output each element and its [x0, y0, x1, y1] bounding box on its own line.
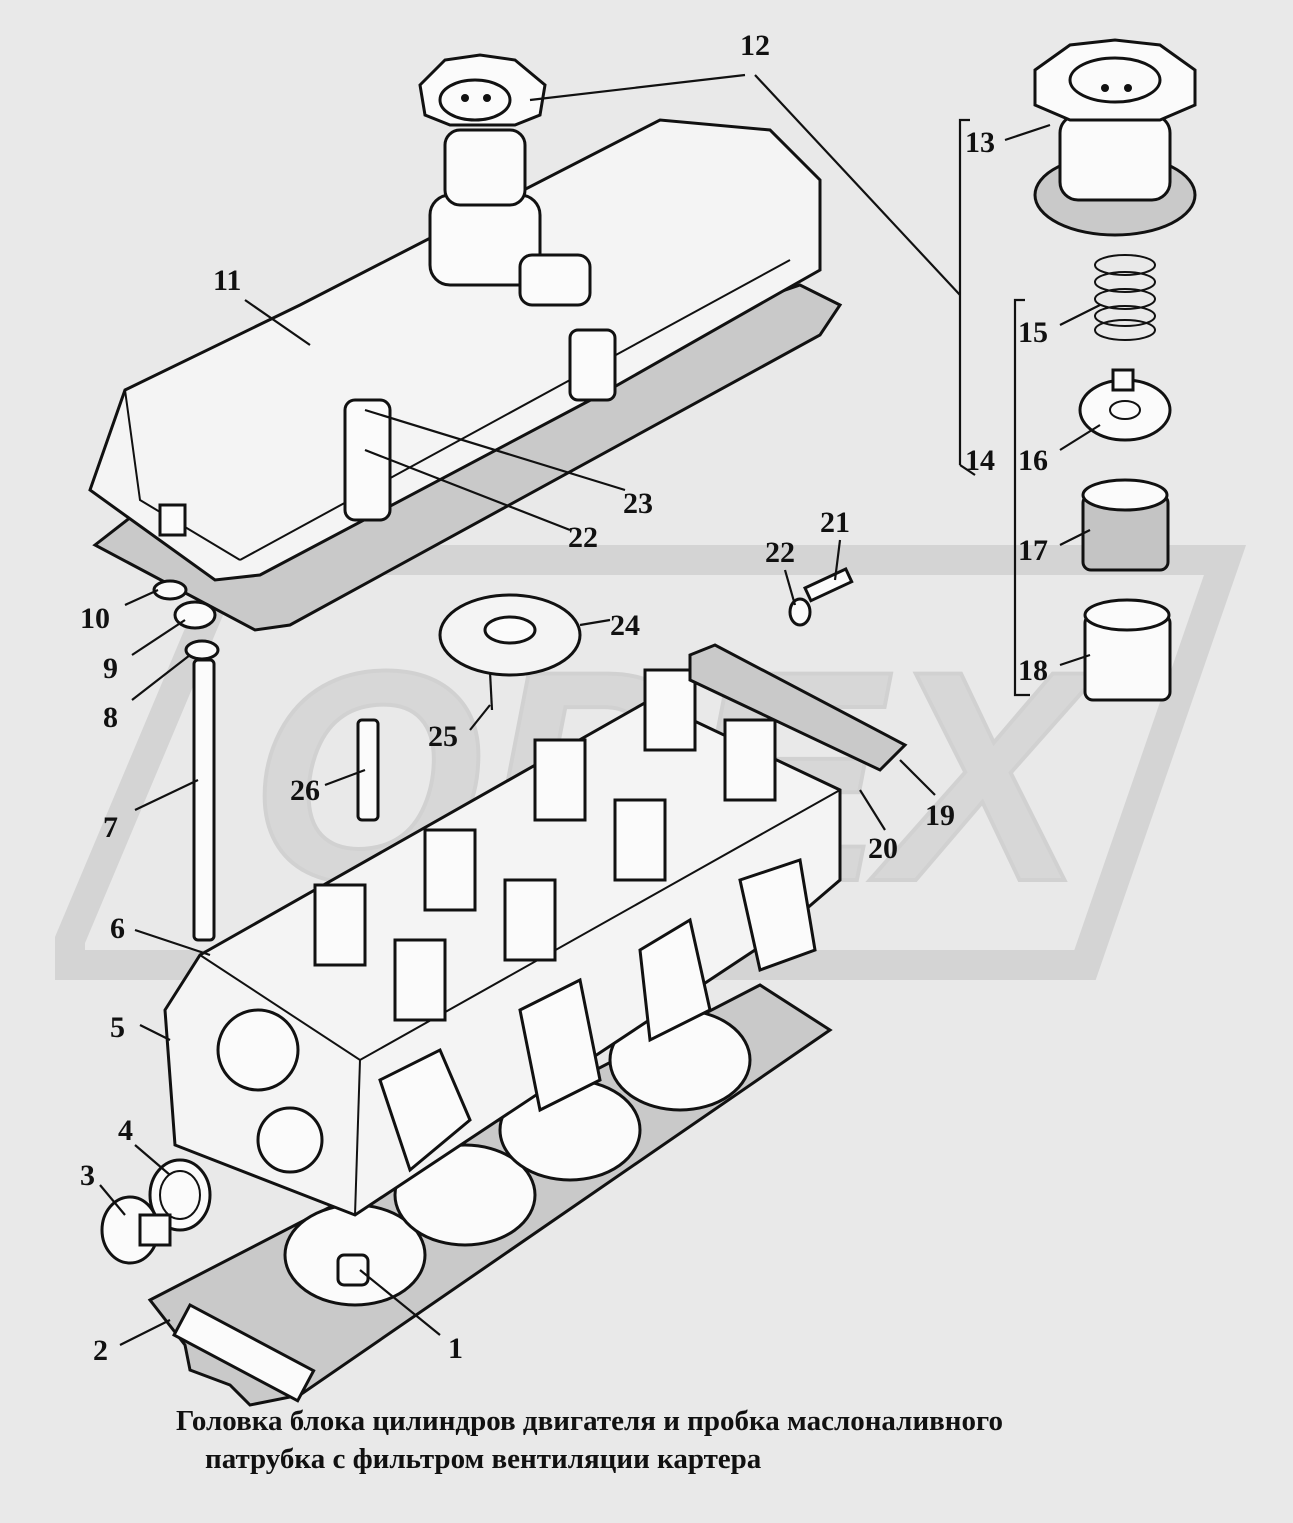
callout-26: 26: [290, 774, 320, 807]
callout-labels: 1 2 3 4 5 6 7 8 9 10 11 12 13 14 15 16 1…: [80, 29, 1048, 1367]
seal-4: [148, 1158, 212, 1232]
callout-24: 24: [610, 609, 640, 642]
callout-11: 11: [213, 264, 241, 297]
sleeve-1: [336, 1253, 370, 1287]
callout-22-cover: 22: [568, 521, 598, 554]
callout-23: 23: [623, 487, 653, 520]
callout-18: 18: [1018, 654, 1048, 687]
filter-17: [1081, 478, 1170, 572]
callout-17: 17: [1018, 534, 1048, 567]
head-gasket: [147, 983, 833, 1407]
gasket-19: [688, 643, 908, 772]
callout-12: 12: [740, 29, 770, 62]
valve-16: [1078, 368, 1172, 442]
callout-9: 9: [103, 652, 118, 685]
callout-21: 21: [820, 506, 850, 539]
callout-15: 15: [1018, 316, 1048, 349]
callout-8: 8: [103, 701, 118, 734]
callout-7: 7: [103, 811, 118, 844]
callout-4: 4: [118, 1114, 133, 1147]
callout-25: 25: [428, 720, 458, 753]
cap-13: [1033, 38, 1197, 237]
callout-3: 3: [80, 1159, 95, 1192]
callout-10: 10: [80, 602, 110, 635]
callout-14: 14: [965, 444, 995, 477]
oil-filler-cap: [418, 53, 592, 307]
caption-line-2: патрубка с фильтром вентиляции картера: [205, 1443, 762, 1475]
cover-24: [438, 593, 582, 711]
housing-18: [1083, 598, 1172, 702]
callout-13: 13: [965, 126, 995, 159]
cylinder-head: [163, 668, 842, 1217]
plug-3: [100, 1195, 172, 1265]
callout-19: 19: [925, 799, 955, 832]
callout-1: 1: [448, 1332, 463, 1365]
bolt-21: [788, 566, 854, 627]
callout-5: 5: [110, 1011, 125, 1044]
callout-16: 16: [1018, 444, 1048, 477]
callout-6: 6: [110, 912, 125, 945]
callout-2: 2: [93, 1334, 108, 1367]
stud-26: [356, 718, 380, 822]
caption-line-1: Головка блока цилиндров двигателя и проб…: [176, 1405, 1003, 1437]
stud-7: [152, 579, 220, 942]
callout-22-bolt: 22: [765, 536, 795, 569]
callout-20: 20: [868, 832, 898, 865]
leader-lines: [99, 73, 1101, 1346]
spring-15: [1094, 254, 1156, 341]
valve-cover: [88, 118, 822, 582]
